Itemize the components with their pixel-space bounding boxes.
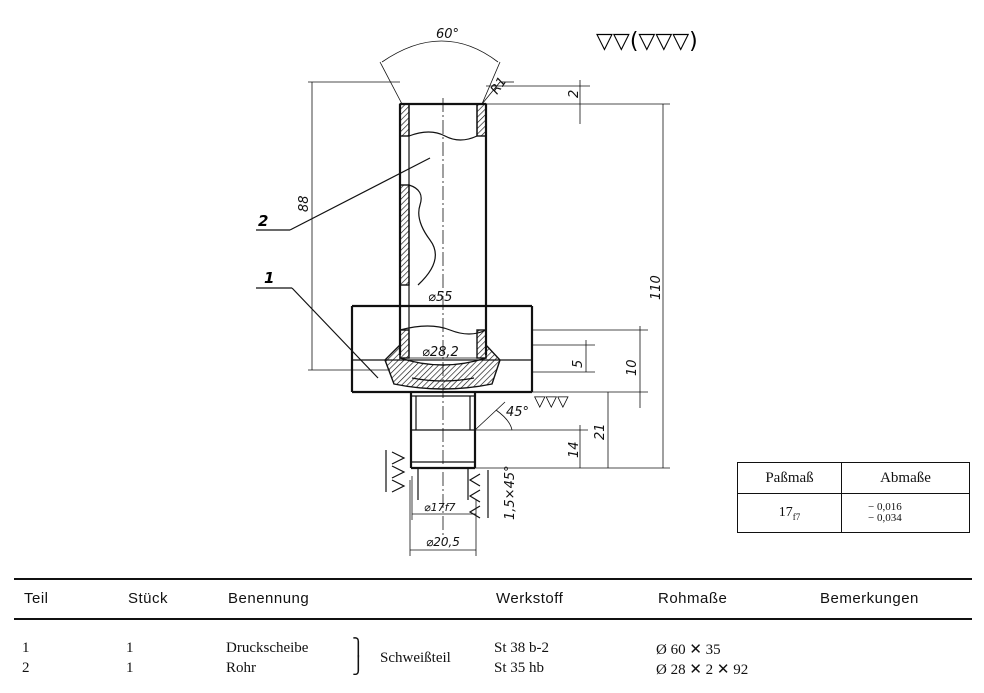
row2-stueck: 1 (126, 660, 134, 676)
parts-list-rule-top (14, 578, 972, 580)
group-note: Schweißteil (380, 650, 451, 666)
svg-text:21: 21 (593, 423, 608, 440)
surface-finish-symbol-small: ▽▽▽ (534, 392, 569, 410)
svg-text:⌀20,5: ⌀20,5 (426, 535, 460, 549)
chamfer-dimension: 1,5×45° (503, 465, 518, 520)
dimension-5: 5 (532, 340, 595, 373)
row1-werkstoff: St 38 b-2 (494, 640, 550, 656)
row2-werkstoff: St 35 hb (494, 660, 545, 676)
radius-dimension: R1 (481, 75, 514, 105)
deviation-lower: − 0,034 (867, 512, 902, 524)
dimension-dia-17f7: ⌀17f7 (411, 476, 476, 520)
svg-text:5: 5 (571, 360, 586, 368)
row1-teil: 1 (22, 640, 30, 656)
clamping-symbol-right (468, 470, 489, 519)
chamfer-angle-callout: 45° (474, 401, 529, 431)
surface-finish-symbol: ▽▽(▽▽▽) (596, 29, 698, 54)
clamping-symbol-left (385, 450, 406, 493)
part-label-1: 1 (256, 269, 379, 379)
part-label-2: 2 (256, 157, 431, 231)
header-benennung: Benennung (228, 590, 310, 607)
svg-text:14: 14 (567, 441, 582, 458)
dimension-dia-55: ⌀55 (352, 290, 532, 307)
svg-text:2: 2 (258, 212, 268, 230)
dimension-dia-28-2: ⌀28,2 (409, 345, 477, 360)
svg-text:10: 10 (625, 359, 640, 376)
dimension-10: 10 (532, 326, 648, 408)
header-stueck: Stück (128, 590, 169, 607)
header-bemerkungen: Bemerkungen (820, 590, 919, 607)
dimension-110: 110 (475, 103, 670, 469)
fit-value: 17f7 (737, 493, 842, 533)
dimension-2: 2 (486, 80, 590, 124)
row1-rohmasse: Ø 60 ✕ 35 (656, 642, 721, 658)
pipe-part-2 (398, 102, 488, 359)
svg-text:88: 88 (297, 195, 312, 212)
svg-text:110: 110 (649, 275, 664, 300)
dimension-88: 88 (297, 81, 400, 371)
brace-upper: ⎫ (352, 638, 365, 658)
dimension-dia-20-5: ⌀20,5 (409, 480, 477, 556)
dimension-21: 21 (593, 392, 609, 468)
parts-list-rule-mid (14, 618, 972, 620)
svg-text:45°: 45° (506, 405, 529, 420)
row2-rohmasse: Ø 28 ✕ 2 ✕ 92 (656, 662, 749, 678)
parts-list: Teil Stück Benennung Werkstoff Rohmaße B… (0, 578, 972, 693)
svg-text:⌀55: ⌀55 (428, 290, 452, 305)
header-teil: Teil (24, 590, 49, 607)
svg-text:1: 1 (264, 269, 274, 287)
fit-deviations: − 0,016 − 0,034 (840, 493, 971, 533)
svg-text:2: 2 (567, 90, 582, 98)
angle-label: 60° (436, 27, 459, 42)
row1-benennung: Druckscheibe (226, 640, 309, 656)
technical-drawing: 60° R1 ▽▽(▽▽▽) (256, 27, 698, 556)
row2-benennung: Rohr (226, 660, 256, 676)
angle-dimension: 60° (379, 27, 501, 105)
svg-text:⌀28,2: ⌀28,2 (422, 345, 459, 360)
brace-lower: ⎭ (352, 656, 365, 676)
fit-table: Paßmaß Abmaße 17f7 − 0,016 − 0,034 (737, 462, 971, 533)
header-rohmasse: Rohmaße (658, 590, 728, 607)
svg-text:⌀17f7: ⌀17f7 (424, 501, 456, 514)
header-werkstoff: Werkstoff (496, 590, 564, 607)
fit-header-passmass: Paßmaß (737, 462, 842, 494)
dimension-14: 14 (475, 425, 588, 468)
deviation-upper: − 0,016 (867, 501, 902, 513)
fit-header-abmasse: Abmaße (840, 462, 971, 494)
row2-teil: 2 (22, 660, 30, 676)
row1-stueck: 1 (126, 640, 134, 656)
